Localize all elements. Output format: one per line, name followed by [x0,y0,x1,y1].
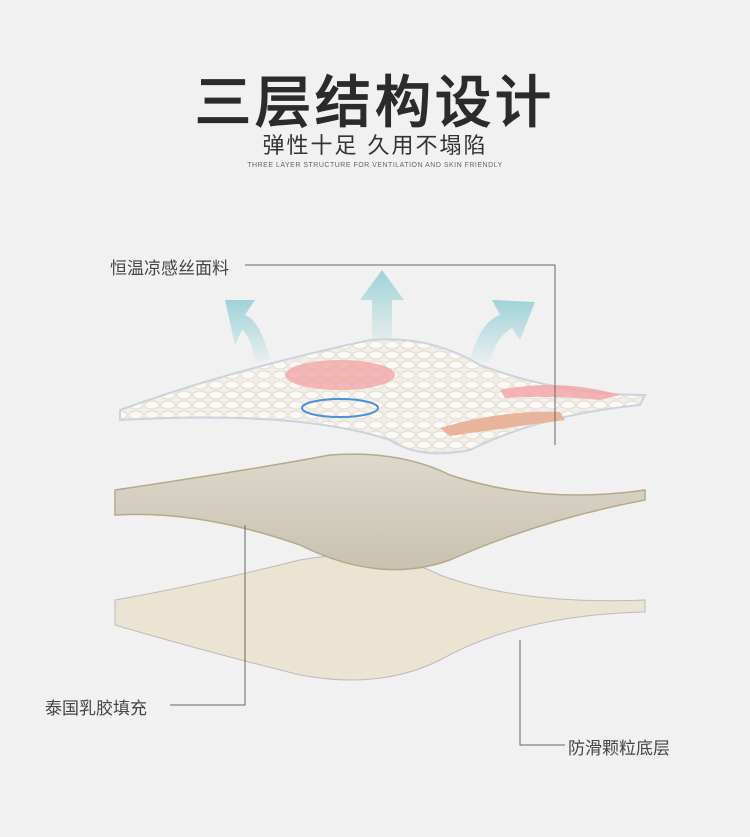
leader-line-middle [170,525,246,706]
anti-slip-base-layer [114,554,646,681]
label-anti-slip-base: 防滑颗粒底层 [568,739,670,759]
airflow-arrows [225,270,535,362]
leader-line-top [245,264,556,445]
latex-layer [114,453,646,571]
page-title: 三层结构设计 [195,71,555,136]
subtitle: 弹性十足 久用不塌陷 [262,134,488,159]
label-latex-filling: 泰国乳胶填充 [45,699,147,719]
leader-line-bottom [519,640,565,746]
english-tagline: THREE LAYER STRUCTURE FOR VENTILATION AN… [247,162,503,169]
label-cooling-fabric: 恒温凉感丝面料 [110,259,229,279]
